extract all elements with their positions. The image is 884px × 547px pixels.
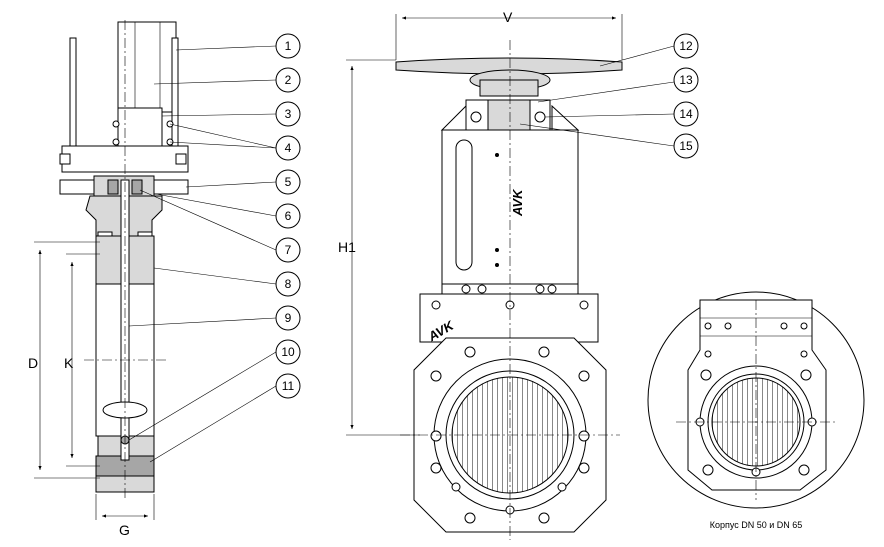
callout-1: 1 <box>275 33 301 59</box>
svg-text:8: 8 <box>285 277 292 291</box>
yoke-logo: AVK <box>510 188 525 217</box>
svg-text:6: 6 <box>285 209 292 223</box>
svg-text:4: 4 <box>285 141 292 155</box>
callout-7: 7 <box>275 237 301 263</box>
callout-12: 12 <box>673 33 699 59</box>
svg-text:7: 7 <box>285 243 292 257</box>
svg-text:13: 13 <box>679 73 693 87</box>
dim-v-label: V <box>503 9 513 25</box>
callout-10: 10 <box>275 339 301 365</box>
callout-11: 11 <box>275 373 301 399</box>
dimension-h1: H1 <box>338 59 420 436</box>
callout-4: 4 <box>275 135 301 161</box>
svg-text:9: 9 <box>285 311 292 325</box>
callout-3: 3 <box>275 101 301 127</box>
dim-h1-label: H1 <box>338 239 356 255</box>
callout-leaders <box>128 45 277 463</box>
callout-15: 15 <box>673 133 699 159</box>
callout-6: 6 <box>275 203 301 229</box>
callout-9: 9 <box>275 305 301 331</box>
dimension-v: V <box>395 9 623 60</box>
svg-text:11: 11 <box>282 379 295 393</box>
svg-text:2: 2 <box>285 73 292 87</box>
dimension-d: D <box>28 241 100 479</box>
side-section-view <box>59 20 189 500</box>
callout-13: 13 <box>673 67 699 93</box>
dimension-k: K <box>64 253 100 467</box>
front-view: AVK AVK <box>395 40 623 540</box>
detail-view-dn50-65: Корпус DN 50 и DN 65 <box>647 291 865 530</box>
dim-d-label: D <box>28 355 38 371</box>
dim-k-label: K <box>64 355 74 371</box>
dimension-g: G <box>95 494 155 538</box>
callout-leaders-right <box>519 45 675 147</box>
callout-14: 14 <box>673 101 699 127</box>
svg-text:3: 3 <box>285 107 292 121</box>
svg-text:14: 14 <box>679 107 693 121</box>
dim-g-label: G <box>119 522 130 538</box>
svg-text:12: 12 <box>679 39 693 53</box>
detail-caption: Корпус DN 50 и DN 65 <box>710 520 803 530</box>
callout-5: 5 <box>275 169 301 195</box>
callout-8: 8 <box>275 271 301 297</box>
callout-2: 2 <box>275 67 301 93</box>
svg-text:5: 5 <box>285 175 292 189</box>
svg-text:1: 1 <box>285 39 292 53</box>
svg-text:15: 15 <box>679 139 693 153</box>
svg-text:10: 10 <box>281 345 295 359</box>
